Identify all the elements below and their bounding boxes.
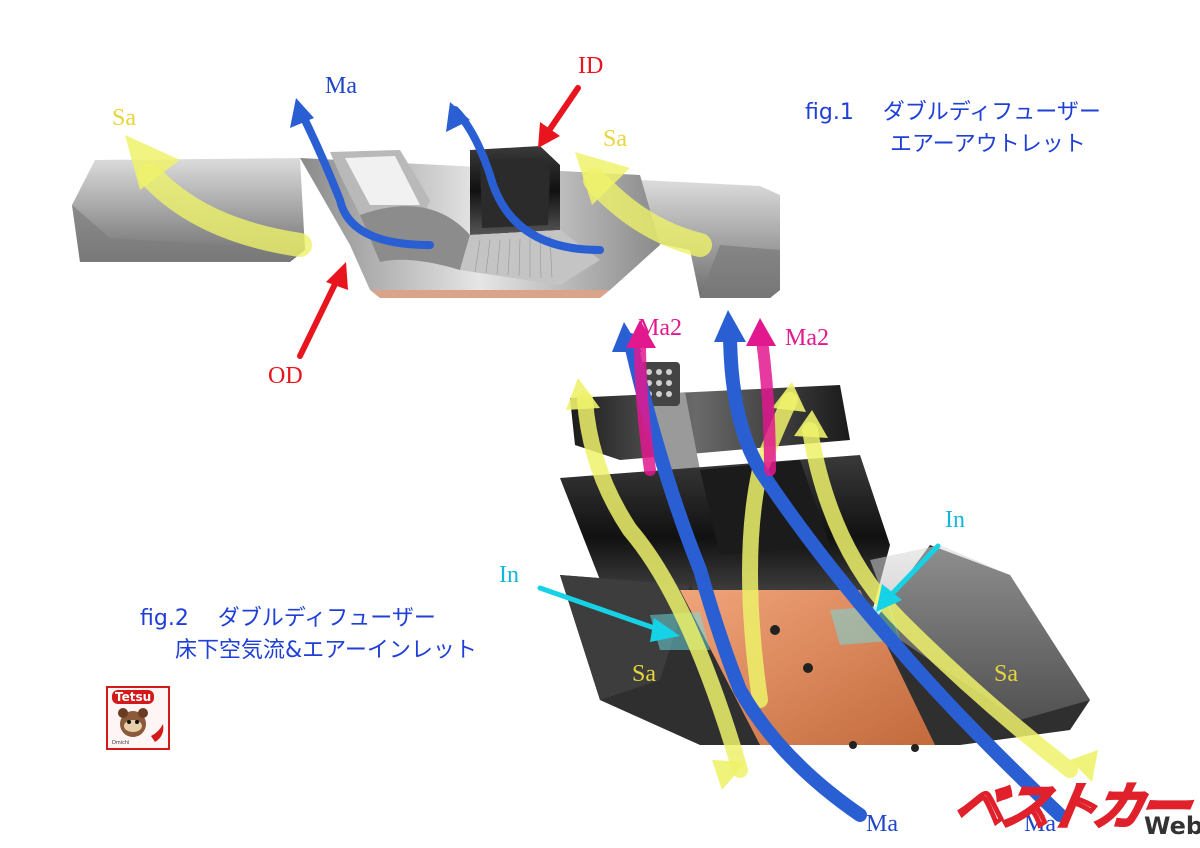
brand-logo-suffix: Web xyxy=(1144,812,1200,840)
fig1-main-air-arrowhead-right xyxy=(446,102,470,132)
fig1-side-air-arrow-left xyxy=(138,163,312,257)
fig1-caption-line1: fig.1 ダブルディフューザー xyxy=(805,100,1101,125)
fig1-inner-duct-arrow xyxy=(545,85,581,135)
fig2-side-air-arrows xyxy=(577,392,1078,778)
fig2-side-air-arrowheads xyxy=(566,378,1098,790)
author-logo-sub: Dmichi xyxy=(112,740,130,746)
fig2-main-air-arrows xyxy=(623,323,1067,822)
fig2-label-ma2-right: Ma2 xyxy=(785,325,829,351)
raccoon-icon xyxy=(118,708,164,742)
fig2-label-sa-left: Sa xyxy=(632,661,656,687)
fig1-inner-duct-arrowhead xyxy=(538,122,560,148)
fig1-main-air-arrow-right xyxy=(451,106,604,254)
fig1-label-sa-right: Sa xyxy=(603,126,627,152)
fig2-ma2-arrowheads xyxy=(626,318,776,348)
fig2-caption-line2: 床下空気流&エアーインレット xyxy=(175,638,477,663)
fig1-label-od: OD xyxy=(268,363,303,389)
fig1-diffuser-body xyxy=(72,146,780,298)
fig1-label-sa-left: Sa xyxy=(112,105,136,131)
fig2-label-in-left: In xyxy=(499,562,519,588)
fig1-main-air-arrowhead-left xyxy=(290,98,314,128)
fig1-side-air-arrowhead-left xyxy=(125,135,180,190)
fig1-outer-duct-arrow xyxy=(297,279,339,359)
fig2-label-ma-right: Ma xyxy=(1024,811,1056,837)
fig2-label-ma-left: Ma xyxy=(866,811,898,837)
fig2-inlet-arrow-left xyxy=(537,585,663,633)
fig2-label-ma2-left: Ma2 xyxy=(638,315,682,341)
fig2-inlet-arrowhead-left xyxy=(650,618,680,642)
fig1-label-id: ID xyxy=(578,53,604,79)
fig1-outer-duct-arrowhead xyxy=(326,262,348,290)
author-logo-name: Tetsu xyxy=(112,690,155,704)
fig2-ma2-arrows xyxy=(634,334,776,476)
fig2-inlet-arrowhead-right xyxy=(876,584,902,612)
fig2-label-in-right: In xyxy=(945,507,965,533)
fig1-main-air-arrow-left xyxy=(296,106,434,249)
fig1-side-air-arrowhead-right xyxy=(575,152,630,205)
author-logo: Tetsu Dmichi xyxy=(106,686,170,750)
fig2-caption-line1: fig.2 ダブルディフューザー xyxy=(140,606,436,631)
fig1-label-ma: Ma xyxy=(325,73,357,99)
fig1-caption-line2: エアーアウトレット xyxy=(890,132,1086,157)
fig2-label-sa-right: Sa xyxy=(994,661,1018,687)
fig2-inlet-arrow-right xyxy=(885,543,941,601)
